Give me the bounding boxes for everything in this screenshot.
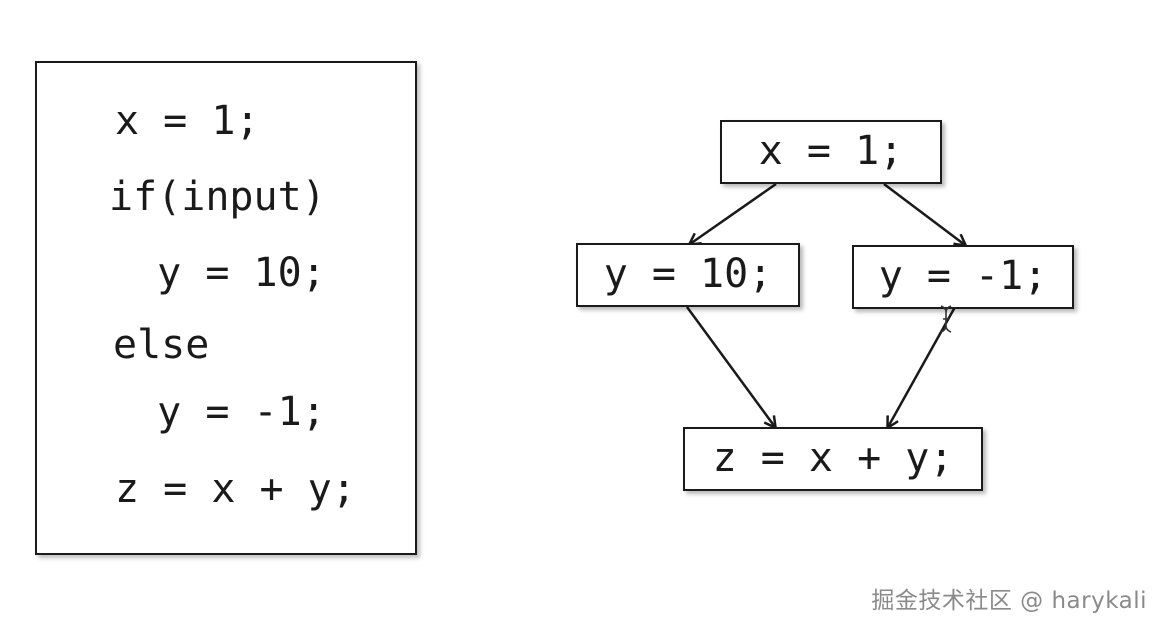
watermark: 掘金技术社区 @ harykali [871,588,1147,614]
edge-then-to-merge [685,306,775,427]
text-cursor-icon [940,305,952,333]
code-line-if: if(input) [109,174,326,220]
cfg-node-merge: z = x + y; [683,427,983,491]
cfg-node-entry: x = 1; [720,120,942,184]
code-line-else: else [113,322,210,368]
edge-entry-to-else [883,183,965,245]
cfg-node-then: y = 10; [576,243,800,307]
code-line-assign-x: x = 1; [115,98,260,144]
code-line-then: y = 10; [109,250,326,296]
source-code-panel: x = 1; if(input) y = 10; else y = -1; z … [35,61,417,555]
cfg-node-else: y = -1; [852,245,1074,309]
code-line-else-body: y = -1; [109,389,326,435]
edge-else-to-merge [888,306,957,427]
edge-entry-to-then [690,182,777,244]
code-line-assign-z: z = x + y; [115,466,356,512]
